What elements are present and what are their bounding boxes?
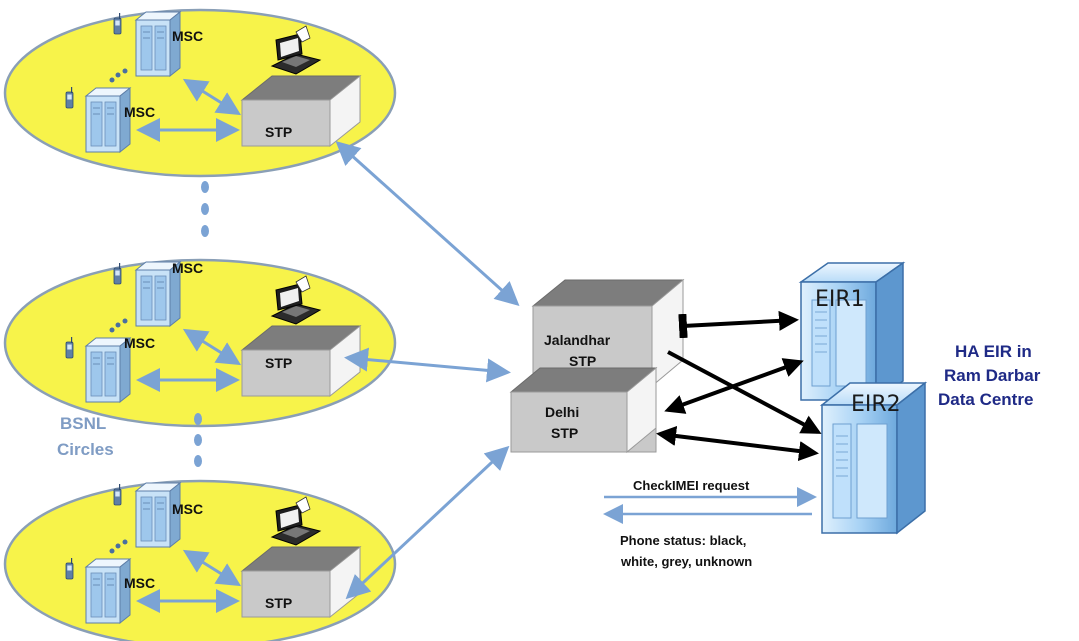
msc-label-3a: MSC [172,501,203,517]
eir2-server-icon [819,381,928,535]
eir2-label: EIR2 [851,392,901,417]
stp-label-3: STP [265,595,292,611]
status-label-line1: Phone status: black, [620,533,746,548]
msc-label-1a: MSC [172,28,203,44]
stp-label-1: STP [265,124,292,140]
eir1-server-icon [798,261,906,402]
msc-label-3b: MSC [124,575,155,591]
delhi-label-1: Delhi [545,404,579,420]
jalandhar-label-2: STP [569,353,596,369]
bsnl-label-line2: Circles [57,440,114,459]
ellipsis-dots-upper [201,181,209,237]
link-middle-to-jalandhar [344,347,511,383]
stp-label-2: STP [265,355,292,371]
ellipsis-dots-lower [194,413,202,467]
status-label-line2: white, grey, unknown [620,554,752,569]
ha-label-line1: HA EIR in [955,342,1032,361]
ha-label-line3: Data Centre [938,390,1033,409]
link-delhi-eir2 [656,426,819,461]
ha-label-line2: Ram Darbar [944,366,1041,385]
eir1-label: EIR1 [815,287,865,312]
msc-label-2b: MSC [124,335,155,351]
msc-label-1b: MSC [124,104,155,120]
link-jalandhar-eir1 [678,310,799,339]
circle-middle [5,260,395,426]
jalandhar-label-1: Jalandhar [544,332,611,348]
msc-label-2a: MSC [172,260,203,276]
link-delhi-eir1 [664,358,804,414]
link-top-to-jalandhar [335,140,520,307]
check-imei-label: CheckIMEI request [633,478,750,493]
delhi-label-2: STP [551,425,578,441]
delhi-stp [509,366,658,454]
link-bottom-to-delhi [345,445,510,600]
circle-middle-group [5,260,395,426]
bsnl-label-line1: BSNL [60,414,106,433]
